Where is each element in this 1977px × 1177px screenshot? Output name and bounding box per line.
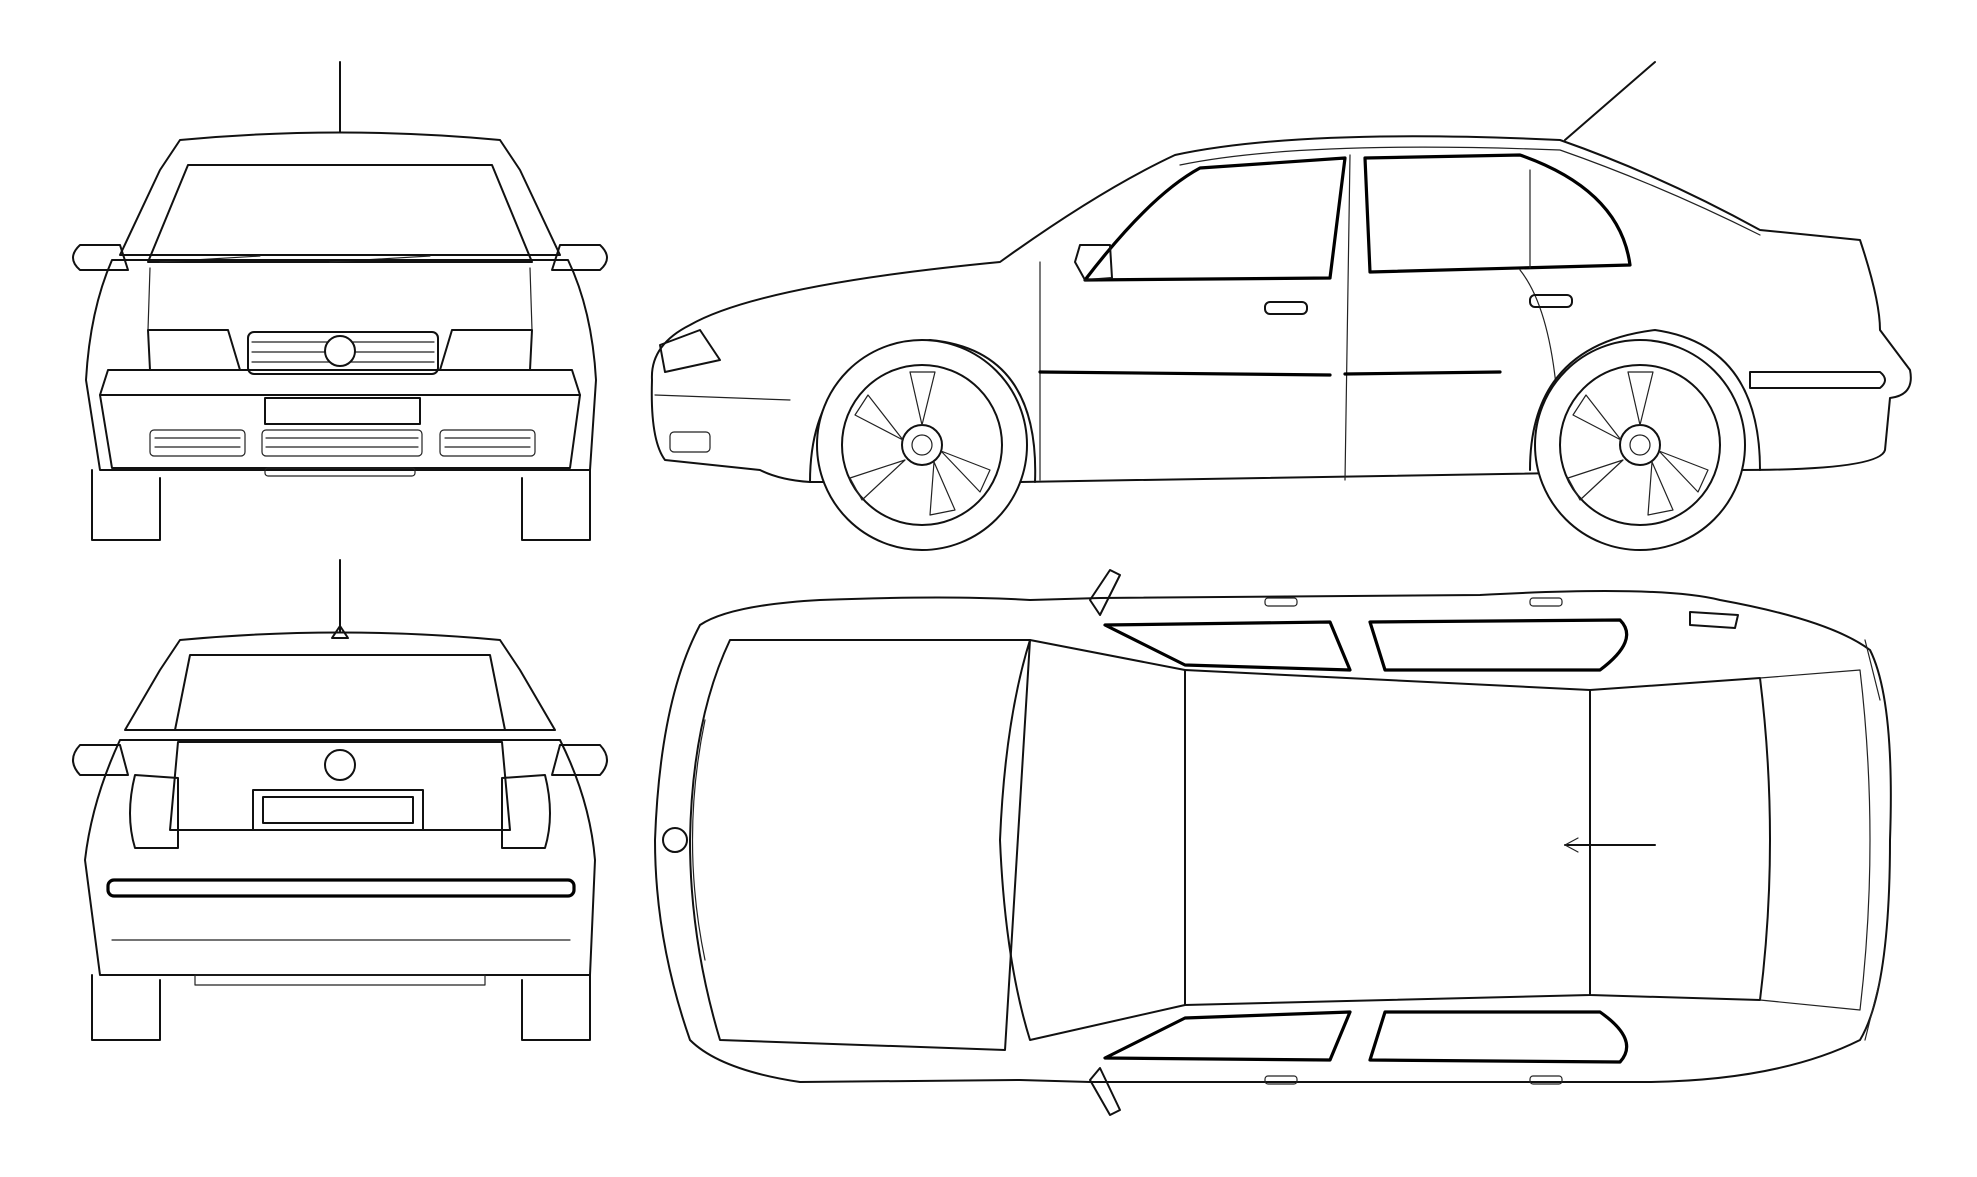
top-handle-1: [1264, 597, 1298, 607]
top-handle-4: [1529, 1075, 1563, 1085]
rear-taillight-left: [129, 774, 179, 849]
front-license-plate: [264, 397, 421, 425]
side-tail-light: [1749, 371, 1886, 389]
front-bumper: [99, 394, 581, 469]
top-hood: [689, 639, 1031, 1051]
side-front-wheel: [816, 339, 1028, 551]
front-hood-creases: [147, 267, 533, 331]
top-rear-window: [1589, 677, 1771, 1001]
rear-trunk-lid: [169, 741, 511, 831]
front-mirror-left: [72, 244, 129, 271]
side-roof-line: [1179, 146, 1761, 236]
side-front-molding: [1038, 370, 1332, 377]
front-mirror-right: [551, 244, 608, 271]
rear-mirror-left: [72, 744, 129, 776]
side-front-door-handle: [1264, 301, 1308, 315]
top-roof: [1184, 669, 1591, 1006]
front-vent-right: [439, 429, 536, 457]
front-headlight-right: [439, 329, 533, 371]
front-wheel-left: [91, 469, 161, 541]
rear-window: [174, 654, 506, 731]
top-view: [654, 569, 1892, 1116]
top-side-marker: [1689, 611, 1739, 629]
top-handle-2: [1529, 597, 1563, 607]
rear-badge: [324, 749, 356, 781]
side-rear-molding: [1343, 370, 1502, 376]
front-grille: [247, 331, 439, 375]
side-view: [650, 61, 1912, 551]
front-headlight-left: [147, 329, 241, 371]
front-badge: [324, 335, 356, 367]
top-body-outline: [654, 590, 1892, 1083]
rear-taillight-right: [501, 774, 551, 849]
side-rear-wheel: [1534, 339, 1746, 551]
rear-view: [72, 559, 608, 1041]
rear-mirror-right: [551, 744, 608, 776]
top-mirror-upper: [1089, 569, 1121, 616]
top-window-front-upper: [1103, 620, 1352, 672]
rear-wheel-left: [91, 974, 161, 1041]
rear-diffuser: [194, 974, 486, 986]
top-badge: [662, 827, 688, 853]
front-vent-left: [149, 429, 246, 457]
top-window-rear-upper: [1368, 618, 1629, 672]
rear-bumper-strip: [106, 878, 576, 898]
side-rear-window: [1363, 153, 1632, 274]
front-wheel-right: [521, 469, 591, 541]
front-cabin: [119, 131, 561, 256]
side-mirror: [1074, 244, 1113, 281]
front-windshield: [147, 164, 533, 263]
side-rear-door-handle: [1529, 294, 1573, 308]
side-fog-light: [669, 431, 711, 453]
top-trunk: [1759, 669, 1871, 1011]
rear-license-plate-surround: [252, 789, 424, 831]
rear-wheel-right: [521, 974, 591, 1041]
side-front-window: [1083, 156, 1347, 282]
rear-cabin: [124, 631, 556, 731]
side-antenna: [1564, 61, 1656, 141]
top-front-grille: [691, 719, 706, 961]
top-mirror-lower: [1089, 1067, 1121, 1116]
side-headlight: [659, 329, 721, 373]
top-handle-3: [1264, 1075, 1298, 1085]
top-window-front-lower: [1103, 1010, 1352, 1062]
top-windshield: [999, 639, 1186, 1041]
side-door-divider: [1344, 154, 1351, 481]
side-rear-arch: [1529, 329, 1761, 471]
front-view: [72, 61, 608, 541]
top-window-rear-lower: [1368, 1010, 1629, 1064]
top-rear-lights: [1864, 639, 1881, 1041]
rear-license-plate: [262, 796, 414, 824]
front-vent-center: [261, 429, 423, 457]
side-bumper-line: [654, 394, 791, 401]
